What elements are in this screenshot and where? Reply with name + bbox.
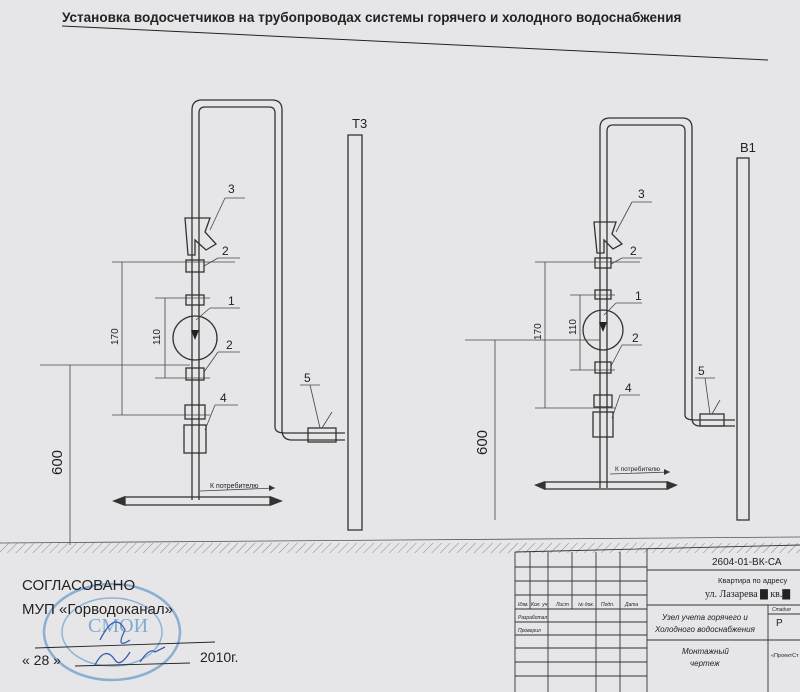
- svg-text:110: 110: [568, 319, 579, 335]
- hot-riser-pipe: [191, 99, 345, 500]
- address-line-2: ул. Лазарева ▇ кв.▇: [705, 589, 790, 600]
- water-meter-icon: [582, 309, 624, 351]
- callout-4: 4: [220, 391, 227, 405]
- title-block-text: Изм. Кол. уч Лист № док. Подп. Дата Разр…: [518, 557, 799, 668]
- callout-3: 3: [228, 182, 235, 196]
- approval-block: СМОИ СОГЛАСОВАНО МУП «Горводоканал» « 28…: [22, 577, 238, 682]
- svg-text:Подп.: Подп.: [601, 602, 614, 608]
- fitting: [185, 294, 205, 306]
- subject-line-2: Холодного водоснабжения: [654, 625, 756, 634]
- check-valve-icon: [592, 411, 614, 438]
- subject-line-1: Узел учета горячего и: [661, 613, 748, 622]
- callout-5: 5: [698, 364, 705, 378]
- svg-text:Разработал: Разработал: [518, 615, 547, 621]
- svg-text:170: 170: [110, 328, 121, 345]
- drawing-title: Установка водосчетчиков на трубопроводах…: [62, 10, 681, 25]
- svg-text:Дата: Дата: [624, 602, 638, 608]
- title-underline: [61, 25, 769, 61]
- fitting-2-bottom: [594, 361, 612, 374]
- svg-text:600: 600: [474, 430, 491, 455]
- check-valve-icon: [183, 424, 207, 454]
- svg-text:Изм.: Изм.: [518, 602, 529, 608]
- company-name: «ПроектСт: [771, 653, 799, 659]
- stage-header: Стадия: [772, 607, 791, 613]
- svg-text:№ док.: № док.: [578, 602, 594, 608]
- hot-riser-pipe-inner: [198, 106, 345, 500]
- consumer-pipe: [544, 481, 668, 490]
- pipe-label-t3: Т3: [352, 116, 367, 131]
- title-block: [514, 544, 800, 692]
- drawing-type-line-2: чертеж: [690, 659, 720, 668]
- water-meter-icon: [172, 315, 218, 361]
- approval-day: « 28 »: [22, 652, 61, 668]
- callout-4: 4: [625, 381, 632, 395]
- stage-value: Р: [776, 618, 783, 629]
- cold-riser-pipe-inner: [606, 124, 735, 488]
- svg-text:110: 110: [152, 329, 163, 345]
- cold-water-meter-assembly: В1 К потребителю 3 2 1 2 4 5 170 110: [465, 117, 756, 521]
- callout-2: 2: [226, 338, 233, 352]
- hot-water-meter-assembly: Т3 К потребителю 3 2 1 2 4 5: [40, 99, 367, 545]
- svg-text:Лист: Лист: [555, 602, 569, 608]
- t3-pipe: [347, 134, 363, 531]
- svg-text:СМОИ: СМОИ: [88, 615, 148, 637]
- document-code: 2604-01-ВК-СА: [712, 557, 782, 568]
- fitting: [593, 394, 613, 408]
- b1-pipe: [736, 157, 750, 521]
- callout-1: 1: [228, 294, 235, 308]
- fitting: [184, 404, 206, 420]
- svg-text:Кол. уч: Кол. уч: [531, 602, 548, 608]
- svg-text:170: 170: [533, 323, 544, 340]
- flow-label: К потребителю: [615, 465, 660, 473]
- fitting-2-bottom: [185, 367, 205, 381]
- callout-5: 5: [304, 371, 311, 385]
- approval-heading: СОГЛАСОВАНО: [22, 577, 135, 594]
- signature: [94, 621, 166, 666]
- svg-text:Проверил: Проверил: [518, 628, 541, 634]
- svg-text:600: 600: [49, 450, 66, 475]
- callout-1: 1: [635, 289, 642, 303]
- filter-icon: [593, 221, 624, 254]
- flow-label: К потребителю: [210, 482, 259, 490]
- fitting-2-top: [594, 257, 612, 269]
- floor-hatch: [0, 543, 800, 553]
- address-line-1: Квартира по адресу: [718, 576, 787, 585]
- organization-stamp: [42, 582, 182, 682]
- callout-2: 2: [222, 244, 229, 258]
- callout-3: 3: [638, 187, 645, 201]
- approval-year: 2010г.: [200, 649, 238, 665]
- fitting: [594, 289, 612, 300]
- filter-icon: [184, 217, 218, 256]
- drawing-type-line-1: Монтажный: [682, 647, 729, 656]
- consumer-pipe: [124, 496, 271, 506]
- callout-2: 2: [630, 244, 637, 258]
- approval-organization: МУП «Горводоканал»: [22, 601, 173, 618]
- cold-riser-pipe: [599, 117, 735, 488]
- pipe-label-b1: В1: [740, 140, 756, 155]
- callout-2: 2: [632, 331, 639, 345]
